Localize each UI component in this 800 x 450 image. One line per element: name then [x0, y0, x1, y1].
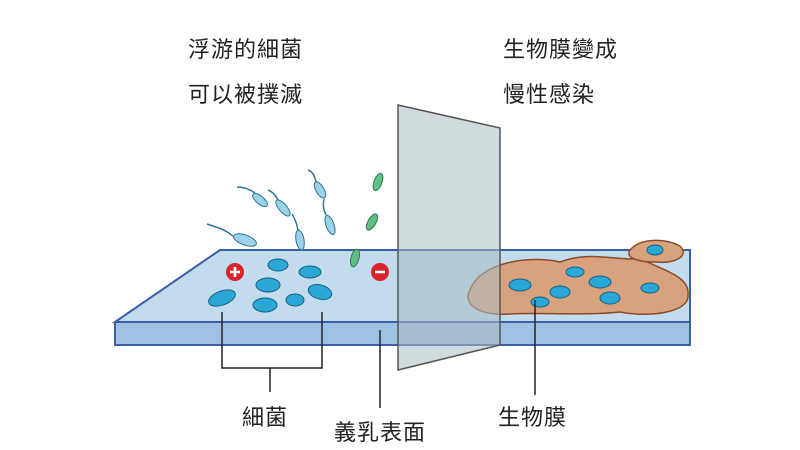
caption-planktonic-line2: 可以被撲滅: [188, 83, 304, 108]
attached-bacteria: [208, 258, 333, 313]
green-bacteria: [349, 172, 384, 268]
caption-biofilm-line1: 生物膜變成: [503, 38, 619, 63]
barrier-panel: [397, 104, 501, 371]
label-implant-surface: 義乳表面: [334, 421, 427, 446]
caption-biofilm-line2: 慢性感染: [503, 83, 596, 108]
label-leaders: [221, 300, 536, 408]
caption-planktonic-line1: 浮游的細菌: [188, 38, 304, 63]
negative-charge-icon: [371, 263, 389, 281]
planktonic-bacteria: [233, 181, 336, 251]
label-biofilm: 生物膜: [498, 406, 568, 431]
positive-charge-icon: [226, 263, 244, 281]
biofilm-blob: [467, 255, 689, 315]
flagella: [206, 169, 327, 237]
label-bacteria: 細菌: [242, 406, 289, 431]
biofilm-bacteria: [508, 244, 664, 308]
